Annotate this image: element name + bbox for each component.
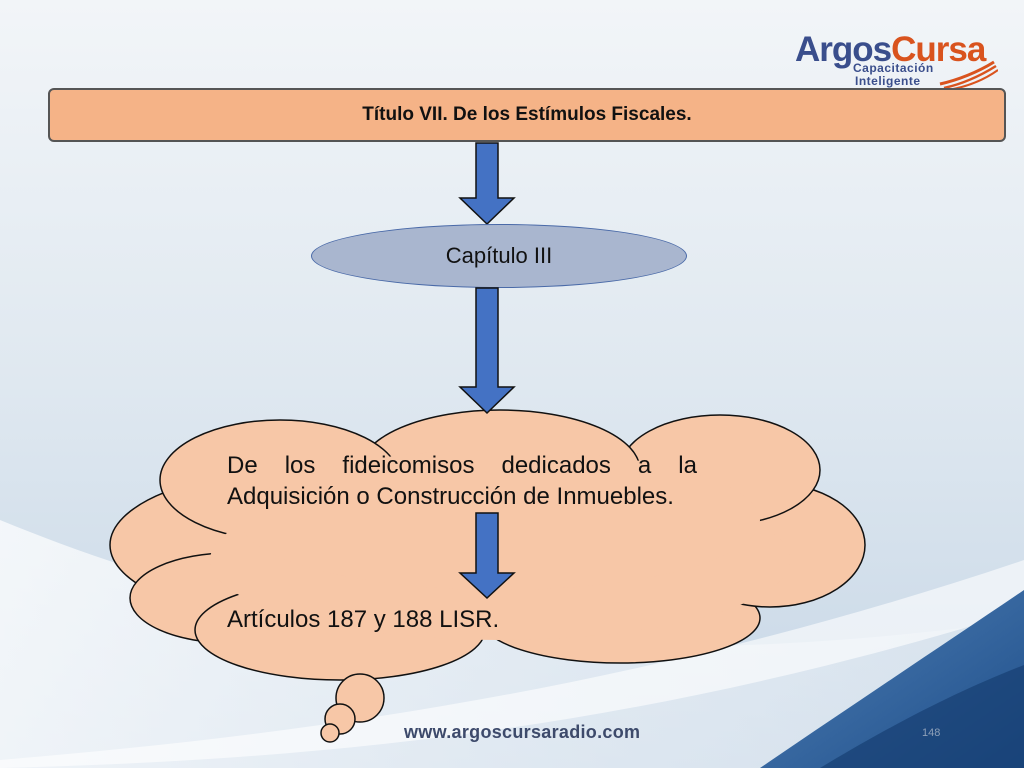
- logo-word-cursa: Cursa: [891, 30, 986, 69]
- cloud-description: De los fideicomisos dedicados a la Adqui…: [227, 452, 697, 510]
- arrow-down-icon: [458, 287, 516, 415]
- chapter-text: Capítulo III: [445, 243, 553, 268]
- footer-url: www.argoscursaradio.com: [404, 722, 641, 742]
- logo-tagline-line2: Inteligente: [855, 74, 921, 88]
- arrow-down-icon: [458, 512, 516, 600]
- logo-wordmark: ArgosCursa: [795, 30, 986, 70]
- slide-number: 148: [922, 727, 941, 739]
- logo-tagline-line1: Capacitación: [853, 61, 934, 75]
- chapter-node: Capítulo III: [311, 224, 687, 288]
- title-box: Título VII. De los Estímulos Fiscales.: [48, 88, 1006, 142]
- cloud-articles: Artículos 187 y 188 LISR.: [227, 606, 500, 633]
- arrow-down-icon: [458, 142, 516, 226]
- logo-word-argos: Argos: [795, 30, 892, 69]
- logo-tagline: Capacitación Inteligente: [853, 62, 934, 88]
- argoscursa-logo: ArgosCursa Capacitación Inteligente: [793, 30, 998, 90]
- title-text: Título VII. De los Estímulos Fiscales.: [362, 104, 692, 125]
